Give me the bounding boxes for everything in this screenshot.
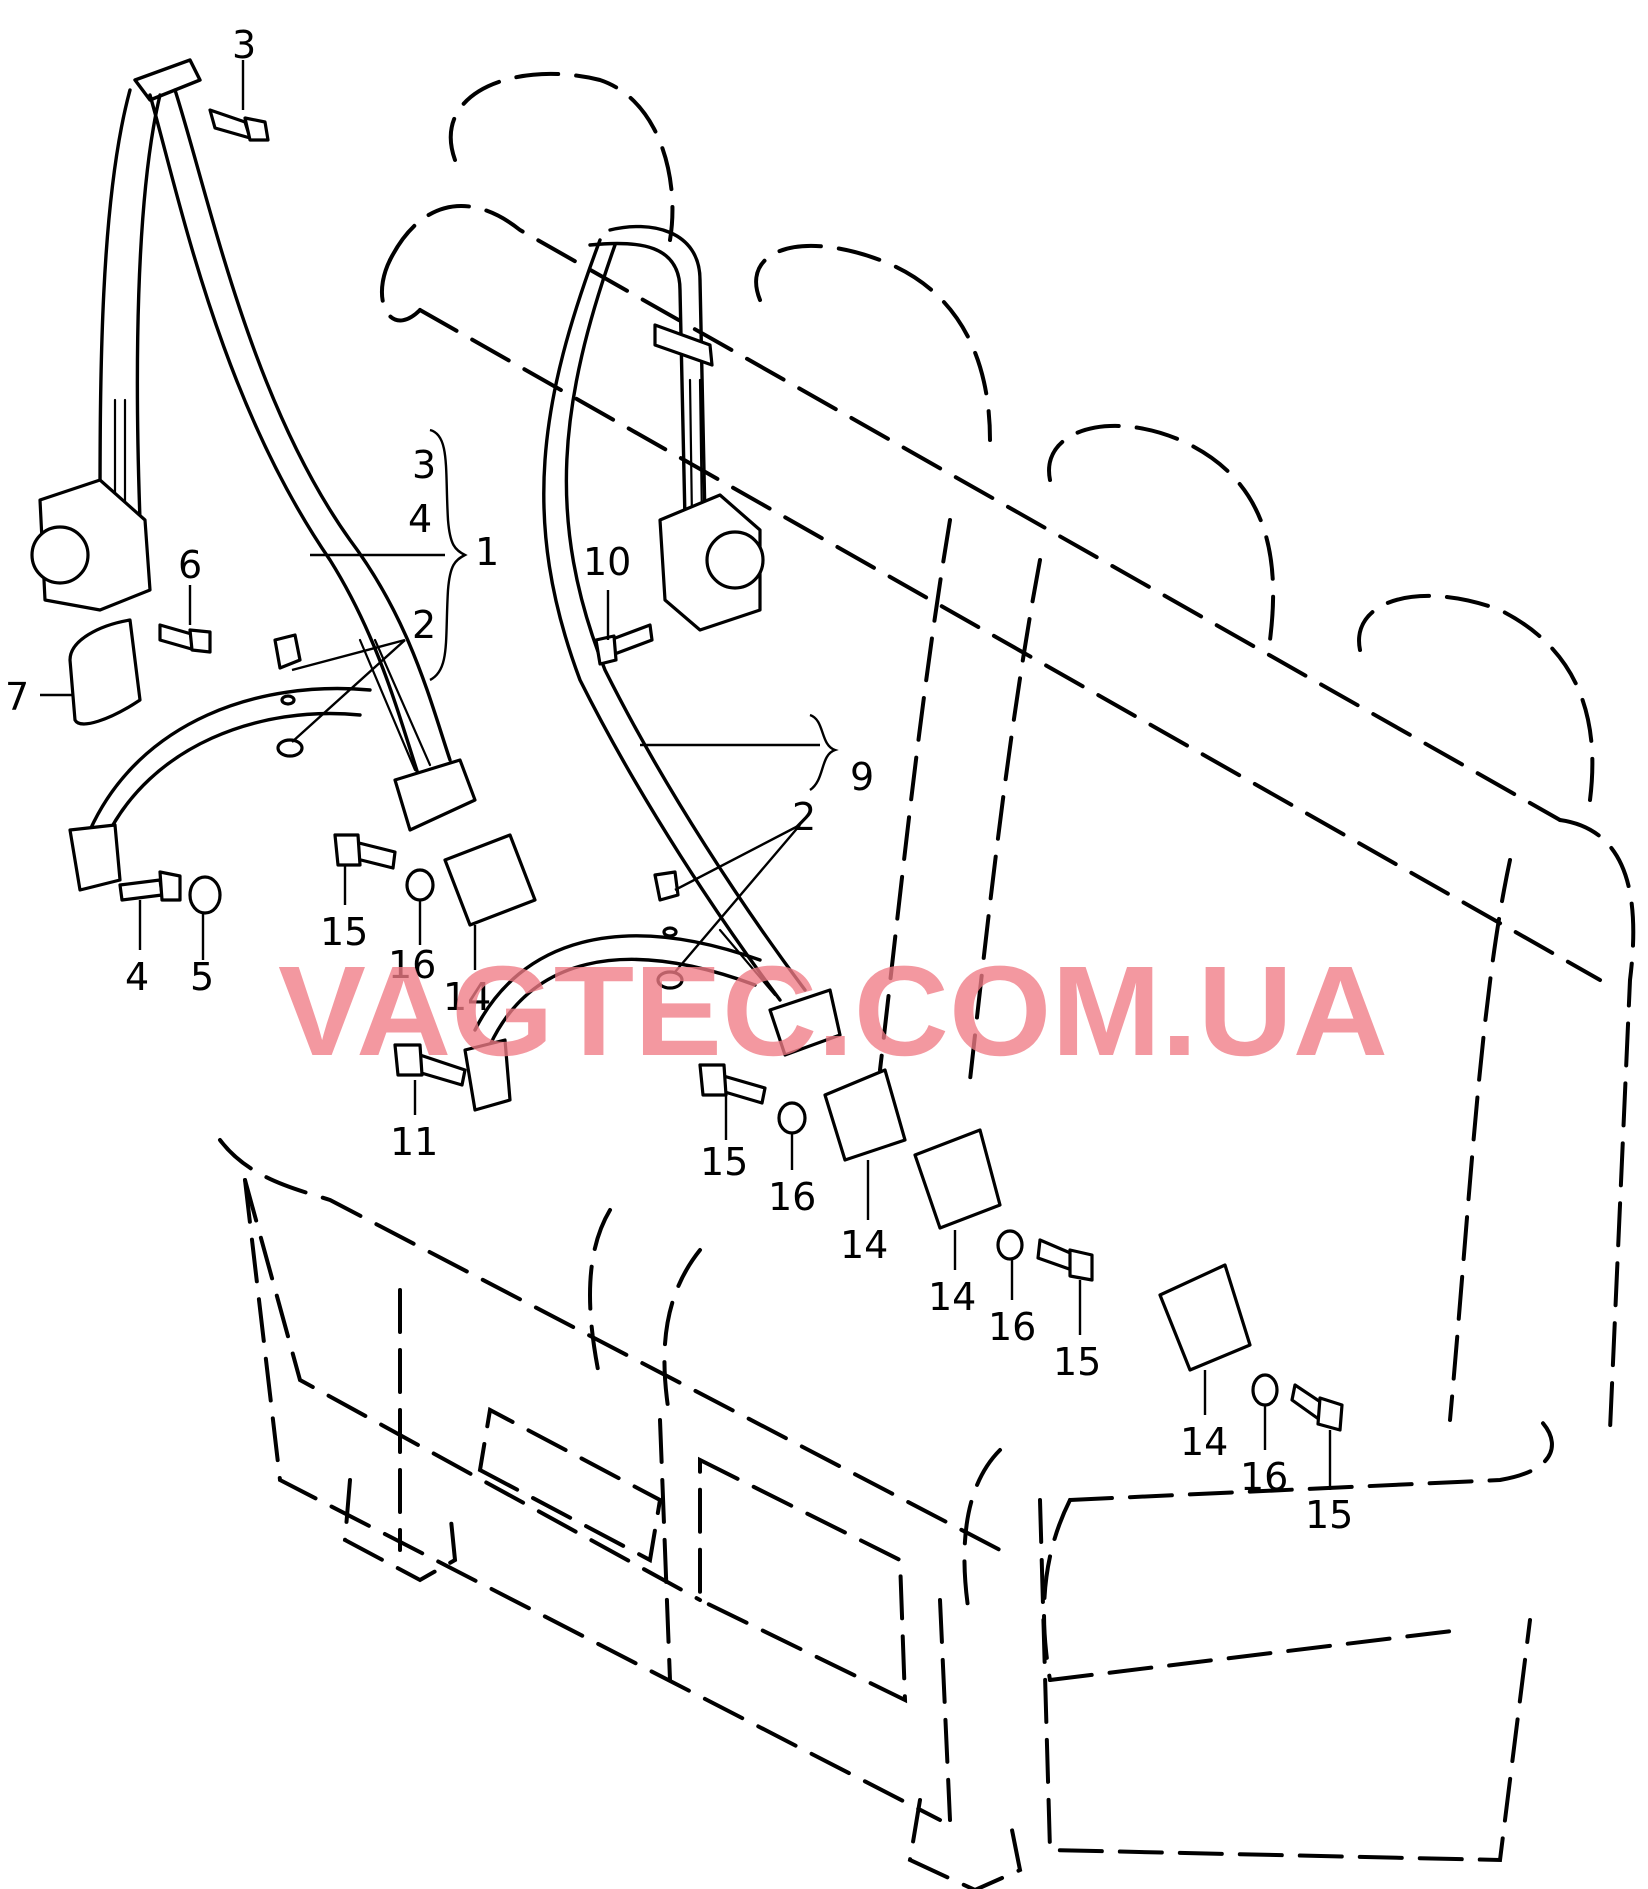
callout-3-bracket: 3 (412, 443, 436, 487)
callout-16-a: 16 (388, 943, 436, 987)
callout-labels: 3 3 4 1 6 2 7 10 9 2 15 16 14 4 5 11 15 … (5, 23, 1353, 1537)
callout-5: 5 (190, 955, 214, 999)
callout-7: 7 (5, 675, 29, 719)
callout-14-b: 14 (840, 1223, 888, 1267)
callout-14-c: 14 (928, 1275, 976, 1319)
callout-2-right: 2 (792, 795, 816, 839)
callout-15-d: 15 (1305, 1493, 1353, 1537)
callout-4-bracket: 4 (408, 497, 432, 541)
callout-15-b: 15 (700, 1140, 748, 1184)
callout-16-b: 16 (768, 1175, 816, 1219)
callout-15-a: 15 (320, 910, 368, 954)
callout-14-d: 14 (1180, 1420, 1228, 1464)
callout-3-top: 3 (232, 23, 256, 67)
callout-11: 11 (390, 1120, 438, 1164)
centre-three-point-belt (463, 224, 842, 1112)
trim-cover-cap (68, 618, 142, 726)
callout-1: 1 (475, 530, 499, 574)
rear-bench-seat-outline (218, 71, 1636, 1889)
callout-14-a: 14 (443, 975, 491, 1019)
callout-4-bottom: 4 (125, 955, 149, 999)
callout-9: 9 (850, 755, 874, 799)
fasteners (118, 108, 1344, 1432)
leader-lines (40, 60, 1332, 1490)
callout-16-c: 16 (988, 1305, 1036, 1349)
watermark: VAGTEC.COM.UA (278, 940, 1388, 1083)
callout-16-d: 16 (1240, 1455, 1288, 1499)
left-three-point-belt (30, 58, 477, 892)
callout-6: 6 (178, 543, 202, 587)
callout-10: 10 (583, 540, 631, 584)
callout-15-c: 15 (1053, 1340, 1101, 1384)
callout-2-left: 2 (412, 603, 436, 647)
